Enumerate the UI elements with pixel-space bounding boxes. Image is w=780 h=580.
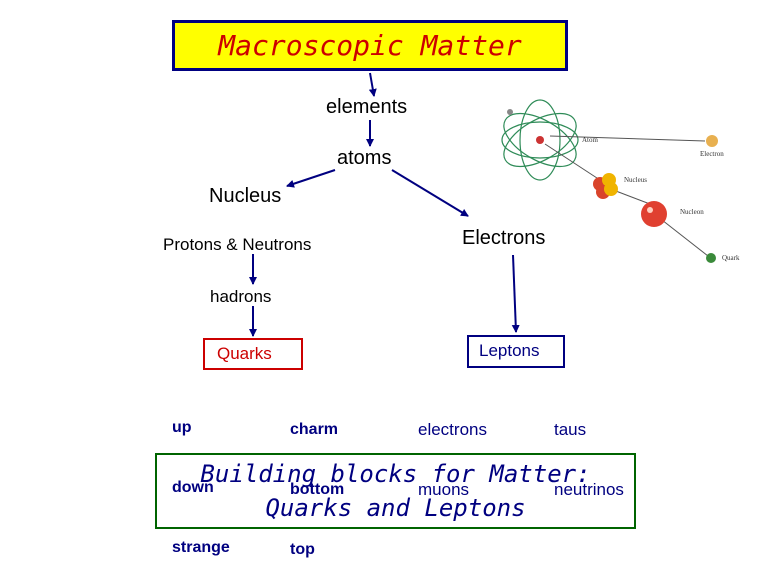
arrow-atoms-to-electrons xyxy=(391,169,469,217)
leptons-box xyxy=(467,335,565,368)
atom-nucleus-dot xyxy=(536,136,544,144)
arrow-electrons-to-leptons xyxy=(511,254,520,333)
lepton-electrons: electrons xyxy=(418,420,487,439)
conclusion-line-1: Building blocks for Matter: xyxy=(200,460,591,488)
orbit-electron-dot xyxy=(507,109,513,115)
quarks-box xyxy=(203,338,303,370)
conclusion-line-2: Quarks and Leptons xyxy=(265,494,526,522)
connector-arrows xyxy=(249,72,520,337)
node-elements: elements xyxy=(326,96,408,118)
node-hadrons: hadrons xyxy=(210,287,272,306)
lepton-list-2: taus neutrinos xyxy=(554,380,624,520)
arrow-title-to-elements xyxy=(368,72,377,97)
electron-ball xyxy=(706,135,718,147)
quark-charm: charm xyxy=(290,421,339,438)
nucleus-cluster xyxy=(593,173,618,199)
lepton-list-1: electrons muons xyxy=(418,380,487,520)
nucleon-ball xyxy=(641,201,667,227)
label-nucleus: Nucleus xyxy=(624,176,647,184)
node-atoms: atoms xyxy=(337,147,392,169)
nucleon-highlight xyxy=(647,207,653,213)
title-box xyxy=(172,20,568,71)
quark-down: down xyxy=(172,479,214,496)
conclusion-text: Building blocks for Matter: Quarks and L… xyxy=(155,453,636,529)
conclusion-box xyxy=(155,453,636,529)
node-quarks: Quarks xyxy=(217,344,272,363)
atom-structure-illustration: Atom Electron Nucleus Nucleon Quark xyxy=(501,99,740,263)
label-atom: Atom xyxy=(582,136,599,144)
node-leptons: Leptons xyxy=(479,341,540,360)
label-electron: Electron xyxy=(700,150,724,158)
node-nucleus: Nucleus xyxy=(209,185,282,207)
lepton-neutrinos: neutrinos xyxy=(554,480,624,499)
quark-bottom: bottom xyxy=(290,481,345,498)
label-quark: Quark xyxy=(722,254,740,262)
zoom-lines xyxy=(544,135,709,257)
quark-ball xyxy=(706,253,716,263)
quark-strange: strange xyxy=(172,539,230,556)
atom-orbits xyxy=(501,99,579,181)
quark-up: up xyxy=(172,419,192,436)
diagram-title: Macroscopic Matter xyxy=(218,29,522,62)
lepton-taus: taus xyxy=(554,420,587,439)
node-protons-neutrons: Protons & Neutrons xyxy=(163,235,312,254)
label-nucleon: Nucleon xyxy=(680,208,704,216)
arrow-atoms-to-nucleus xyxy=(286,169,336,188)
node-electrons: Electrons xyxy=(462,227,546,249)
quark-top: top xyxy=(290,541,315,558)
lepton-muons: muons xyxy=(418,480,470,499)
